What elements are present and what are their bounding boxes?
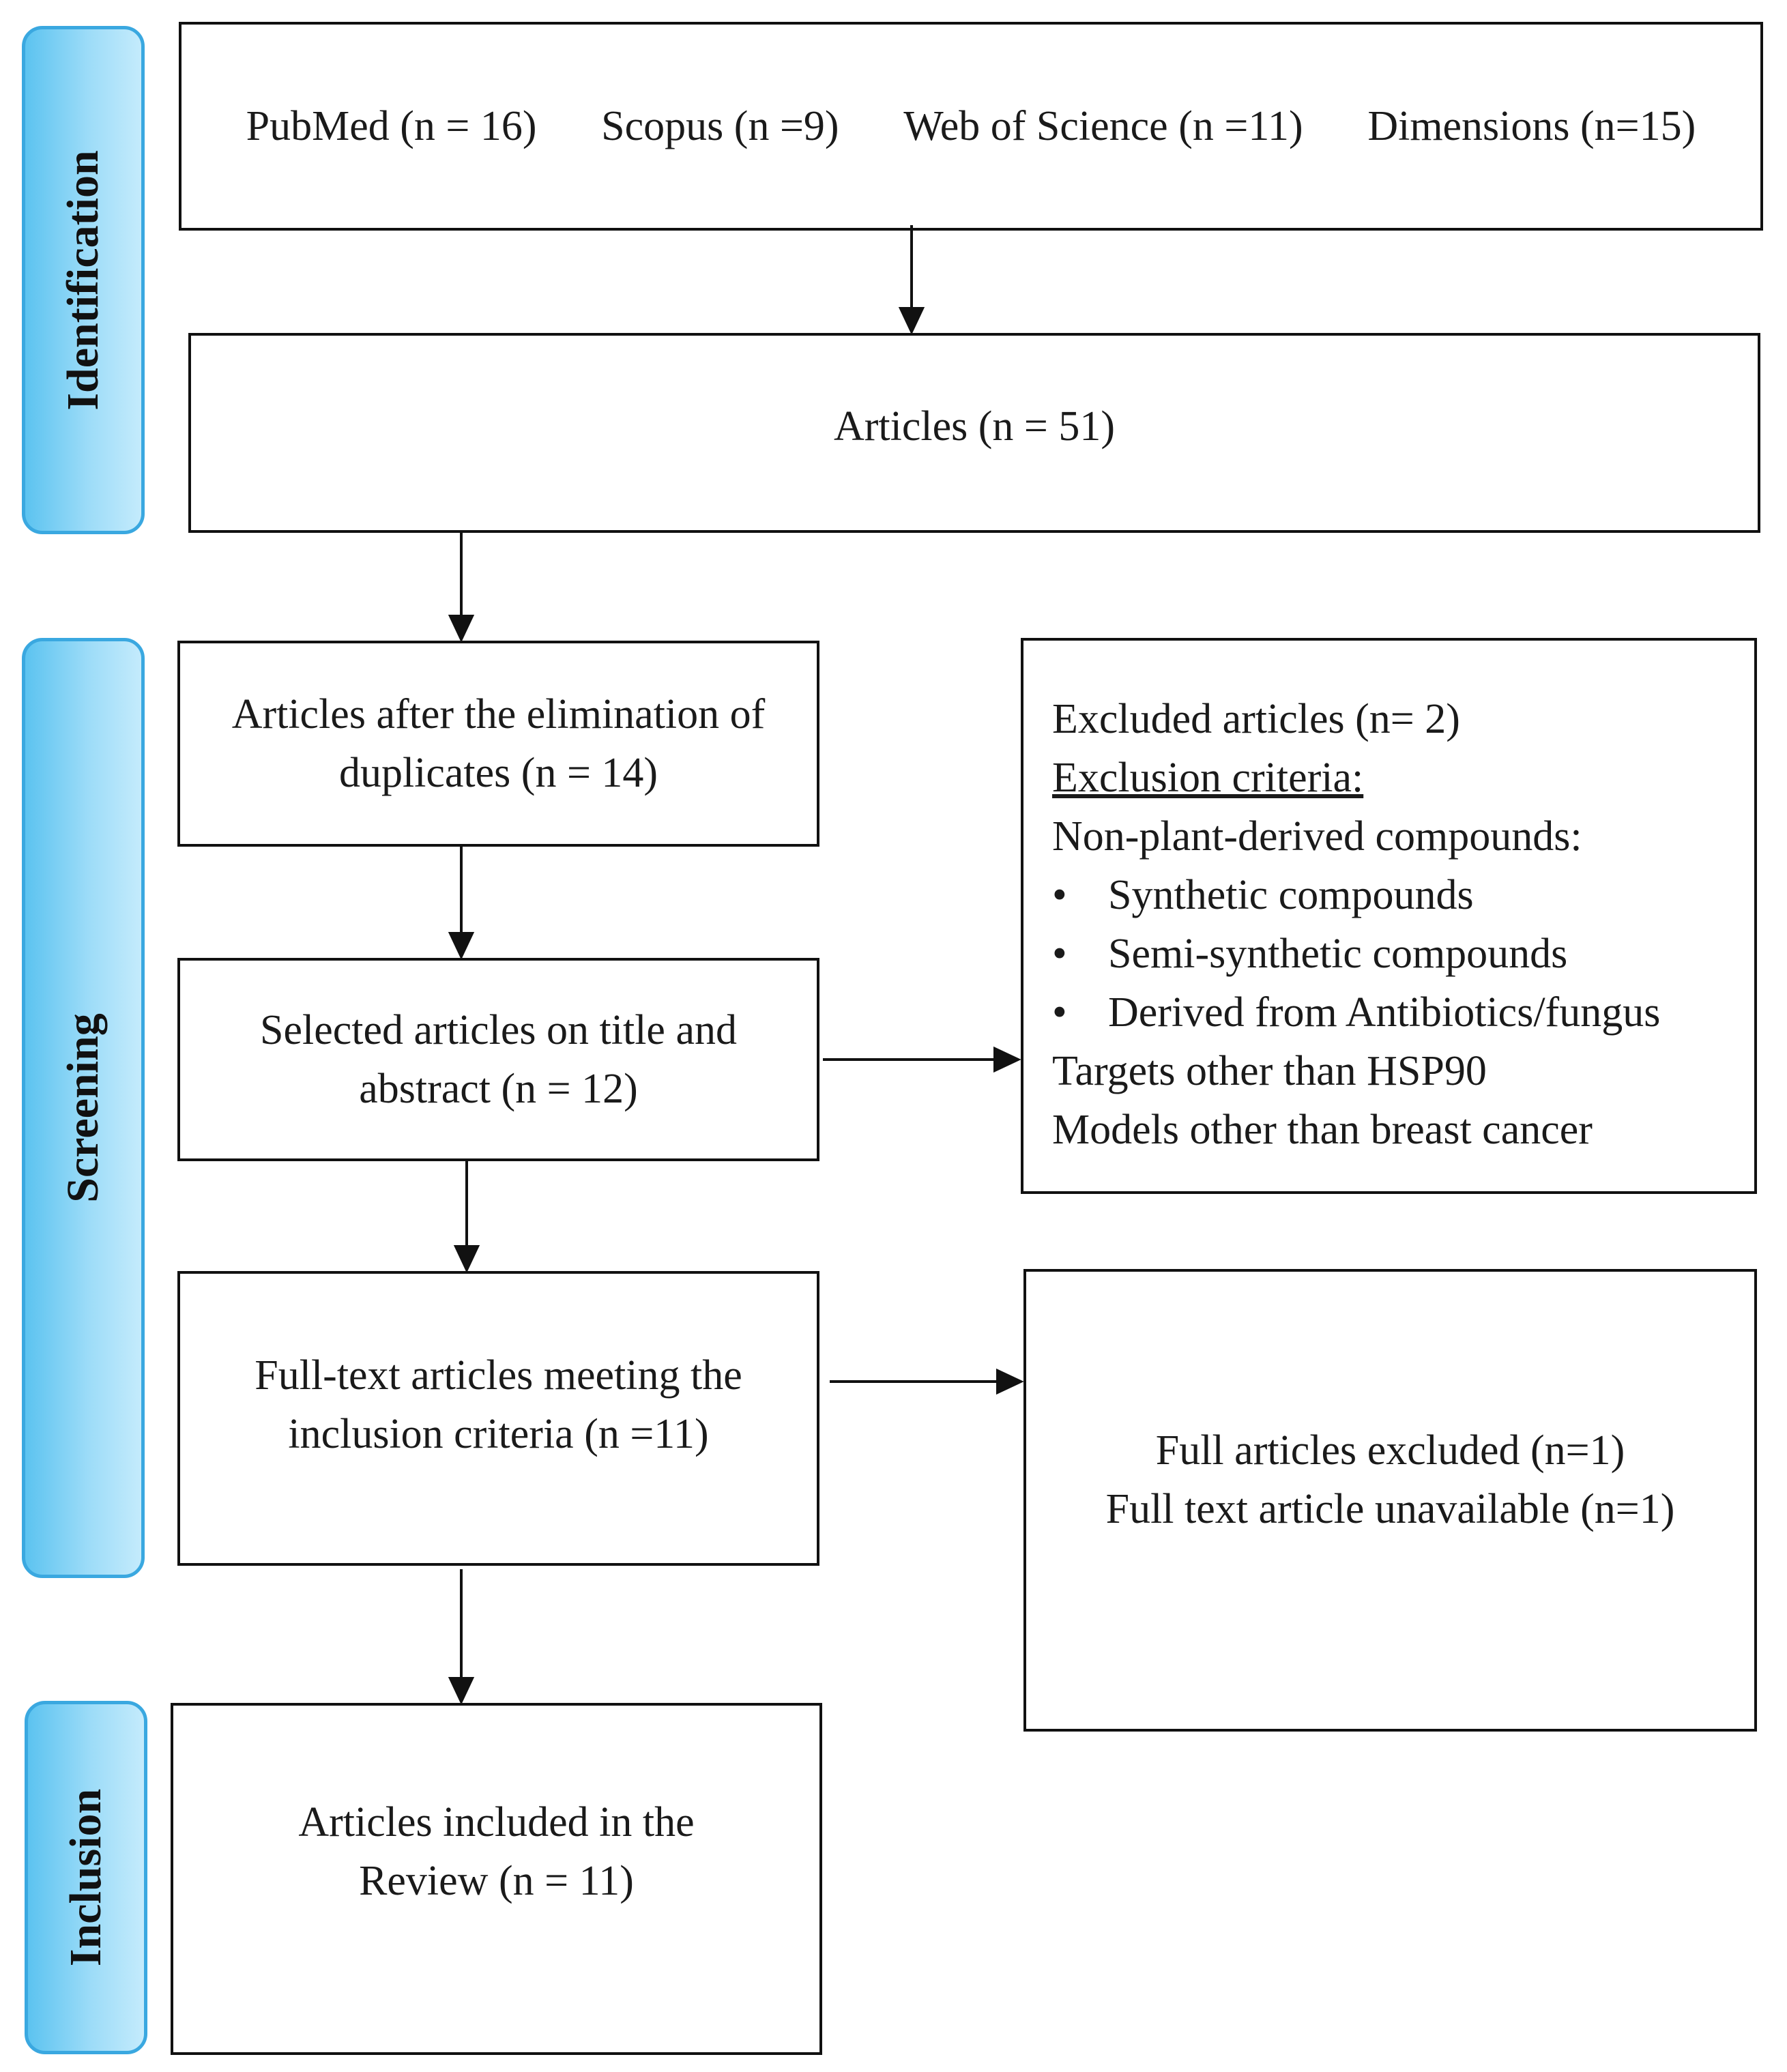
sources-box: PubMed (n = 16) Scopus (n =9) Web of Sci… <box>179 22 1763 231</box>
arrowhead <box>453 1245 480 1273</box>
arrowhead <box>993 1046 1021 1073</box>
excluded-title: Excluded articles (n= 2) <box>1052 696 1460 742</box>
bullet-dot: • <box>1052 989 1067 1036</box>
after-duplicates-box: Articles after the elimination of duplic… <box>177 641 819 847</box>
after-duplicates-line1: Articles after the elimination of <box>231 691 766 738</box>
bullet-item: • Synthetic compounds <box>1052 866 1474 924</box>
bullet-item: • Derived from Antibiotics/fungus <box>1052 983 1660 1042</box>
bullet-dot: • <box>1052 931 1067 977</box>
excluded-criteria-box: Excluded articles (n= 2) Exclusion crite… <box>1021 638 1757 1194</box>
source-pubmed: PubMed (n = 16) <box>246 103 537 149</box>
targets-criterion: Targets other than HSP90 <box>1052 1048 1487 1094</box>
phase-screening: Screening <box>22 638 145 1578</box>
title-abstract-line2: abstract (n = 12) <box>359 1066 638 1112</box>
bullet-dot: • <box>1052 872 1067 918</box>
included-box: Articles included in the Review (n = 11) <box>171 1703 822 2055</box>
bullet-semi-synthetic: Semi-synthetic compounds <box>1108 931 1568 977</box>
full-excluded-box: Full articles excluded (n=1) Full text a… <box>1023 1269 1757 1732</box>
arrowhead <box>448 932 475 960</box>
full-text-box: Full-text articles meeting the inclusion… <box>177 1271 819 1566</box>
full-text-line2: inclusion criteria (n =11) <box>288 1411 709 1457</box>
source-web-of-science: Web of Science (n =11) <box>903 103 1303 149</box>
non-plant-label: Non-plant-derived compounds: <box>1052 813 1582 860</box>
bullet-antibiotics: Derived from Antibiotics/fungus <box>1108 989 1661 1036</box>
included-line2: Review (n = 11) <box>359 1858 634 1904</box>
articles-total-box: Articles (n = 51) <box>188 333 1760 533</box>
arrowhead <box>898 307 925 335</box>
source-dimensions: Dimensions (n=15) <box>1367 103 1696 149</box>
included-line1: Articles included in the <box>298 1799 695 1845</box>
phase-identification: Identification <box>22 26 145 534</box>
arrowhead <box>448 1677 475 1705</box>
bullet-item: • Semi-synthetic compounds <box>1052 924 1567 983</box>
title-abstract-box: Selected articles on title and abstract … <box>177 958 819 1161</box>
arrowhead <box>996 1368 1024 1395</box>
sources-list: PubMed (n = 16) Scopus (n =9) Web of Sci… <box>181 25 1760 228</box>
full-excluded-line2: Full text article unavailable (n=1) <box>1105 1486 1675 1532</box>
models-criterion: Models other than breast cancer <box>1052 1107 1593 1153</box>
after-duplicates-line2: duplicates (n = 14) <box>338 750 658 796</box>
arrowhead <box>448 615 475 643</box>
exclusion-criteria-heading: Exclusion criteria: <box>1052 755 1364 801</box>
full-excluded-line1: Full articles excluded (n=1) <box>1155 1427 1625 1474</box>
title-abstract-line1: Selected articles on title and <box>260 1007 737 1053</box>
source-scopus: Scopus (n =9) <box>601 103 839 149</box>
bullet-synthetic: Synthetic compounds <box>1108 872 1474 918</box>
articles-total-text: Articles (n = 51) <box>833 403 1116 450</box>
phase-inclusion: Inclusion <box>25 1701 147 2054</box>
full-text-line1: Full-text articles meeting the <box>255 1352 742 1399</box>
